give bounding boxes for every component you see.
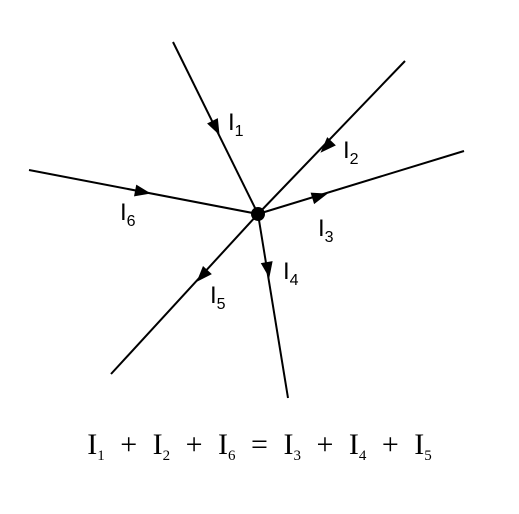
label-i5: I5 bbox=[210, 282, 226, 313]
arrow-i6-icon bbox=[134, 184, 151, 197]
label-i2: I2 bbox=[343, 137, 359, 168]
junction-node bbox=[251, 207, 265, 221]
eq-plus: + bbox=[316, 428, 334, 461]
wire-i4 bbox=[257, 213, 289, 399]
eq-plus: + bbox=[381, 428, 399, 461]
eq-plus: + bbox=[185, 428, 203, 461]
arrow-i4-icon bbox=[260, 261, 273, 278]
eq-plus: + bbox=[120, 428, 138, 461]
arrowheads bbox=[134, 118, 336, 282]
current-labels: I1 I2 I3 I4 I5 I6 bbox=[120, 109, 359, 313]
kirchhoff-current-equation: I1 + I2 + I6 = I3 + I4 + I5 bbox=[0, 428, 519, 465]
eq-term-i3: I3 bbox=[283, 428, 301, 464]
eq-equals: = bbox=[251, 428, 268, 461]
label-i1: I1 bbox=[228, 109, 244, 140]
label-i6: I6 bbox=[120, 199, 136, 230]
label-i3: I3 bbox=[318, 215, 334, 246]
arrow-i2-icon bbox=[320, 137, 336, 153]
eq-term-i6: I6 bbox=[218, 428, 236, 464]
eq-term-i4: I4 bbox=[348, 428, 367, 464]
eq-term-i1: I1 bbox=[87, 428, 105, 464]
arrow-i1-icon bbox=[207, 118, 220, 136]
arrow-i3-icon bbox=[310, 192, 328, 205]
wire-i5 bbox=[110, 213, 259, 375]
wire-i2 bbox=[257, 60, 406, 215]
label-i4: I4 bbox=[283, 258, 299, 289]
eq-term-i2: I2 bbox=[152, 428, 171, 464]
wires bbox=[28, 41, 465, 399]
arrow-i5-icon bbox=[196, 266, 212, 282]
eq-term-i5: I5 bbox=[414, 428, 432, 464]
wire-i3 bbox=[257, 150, 465, 215]
